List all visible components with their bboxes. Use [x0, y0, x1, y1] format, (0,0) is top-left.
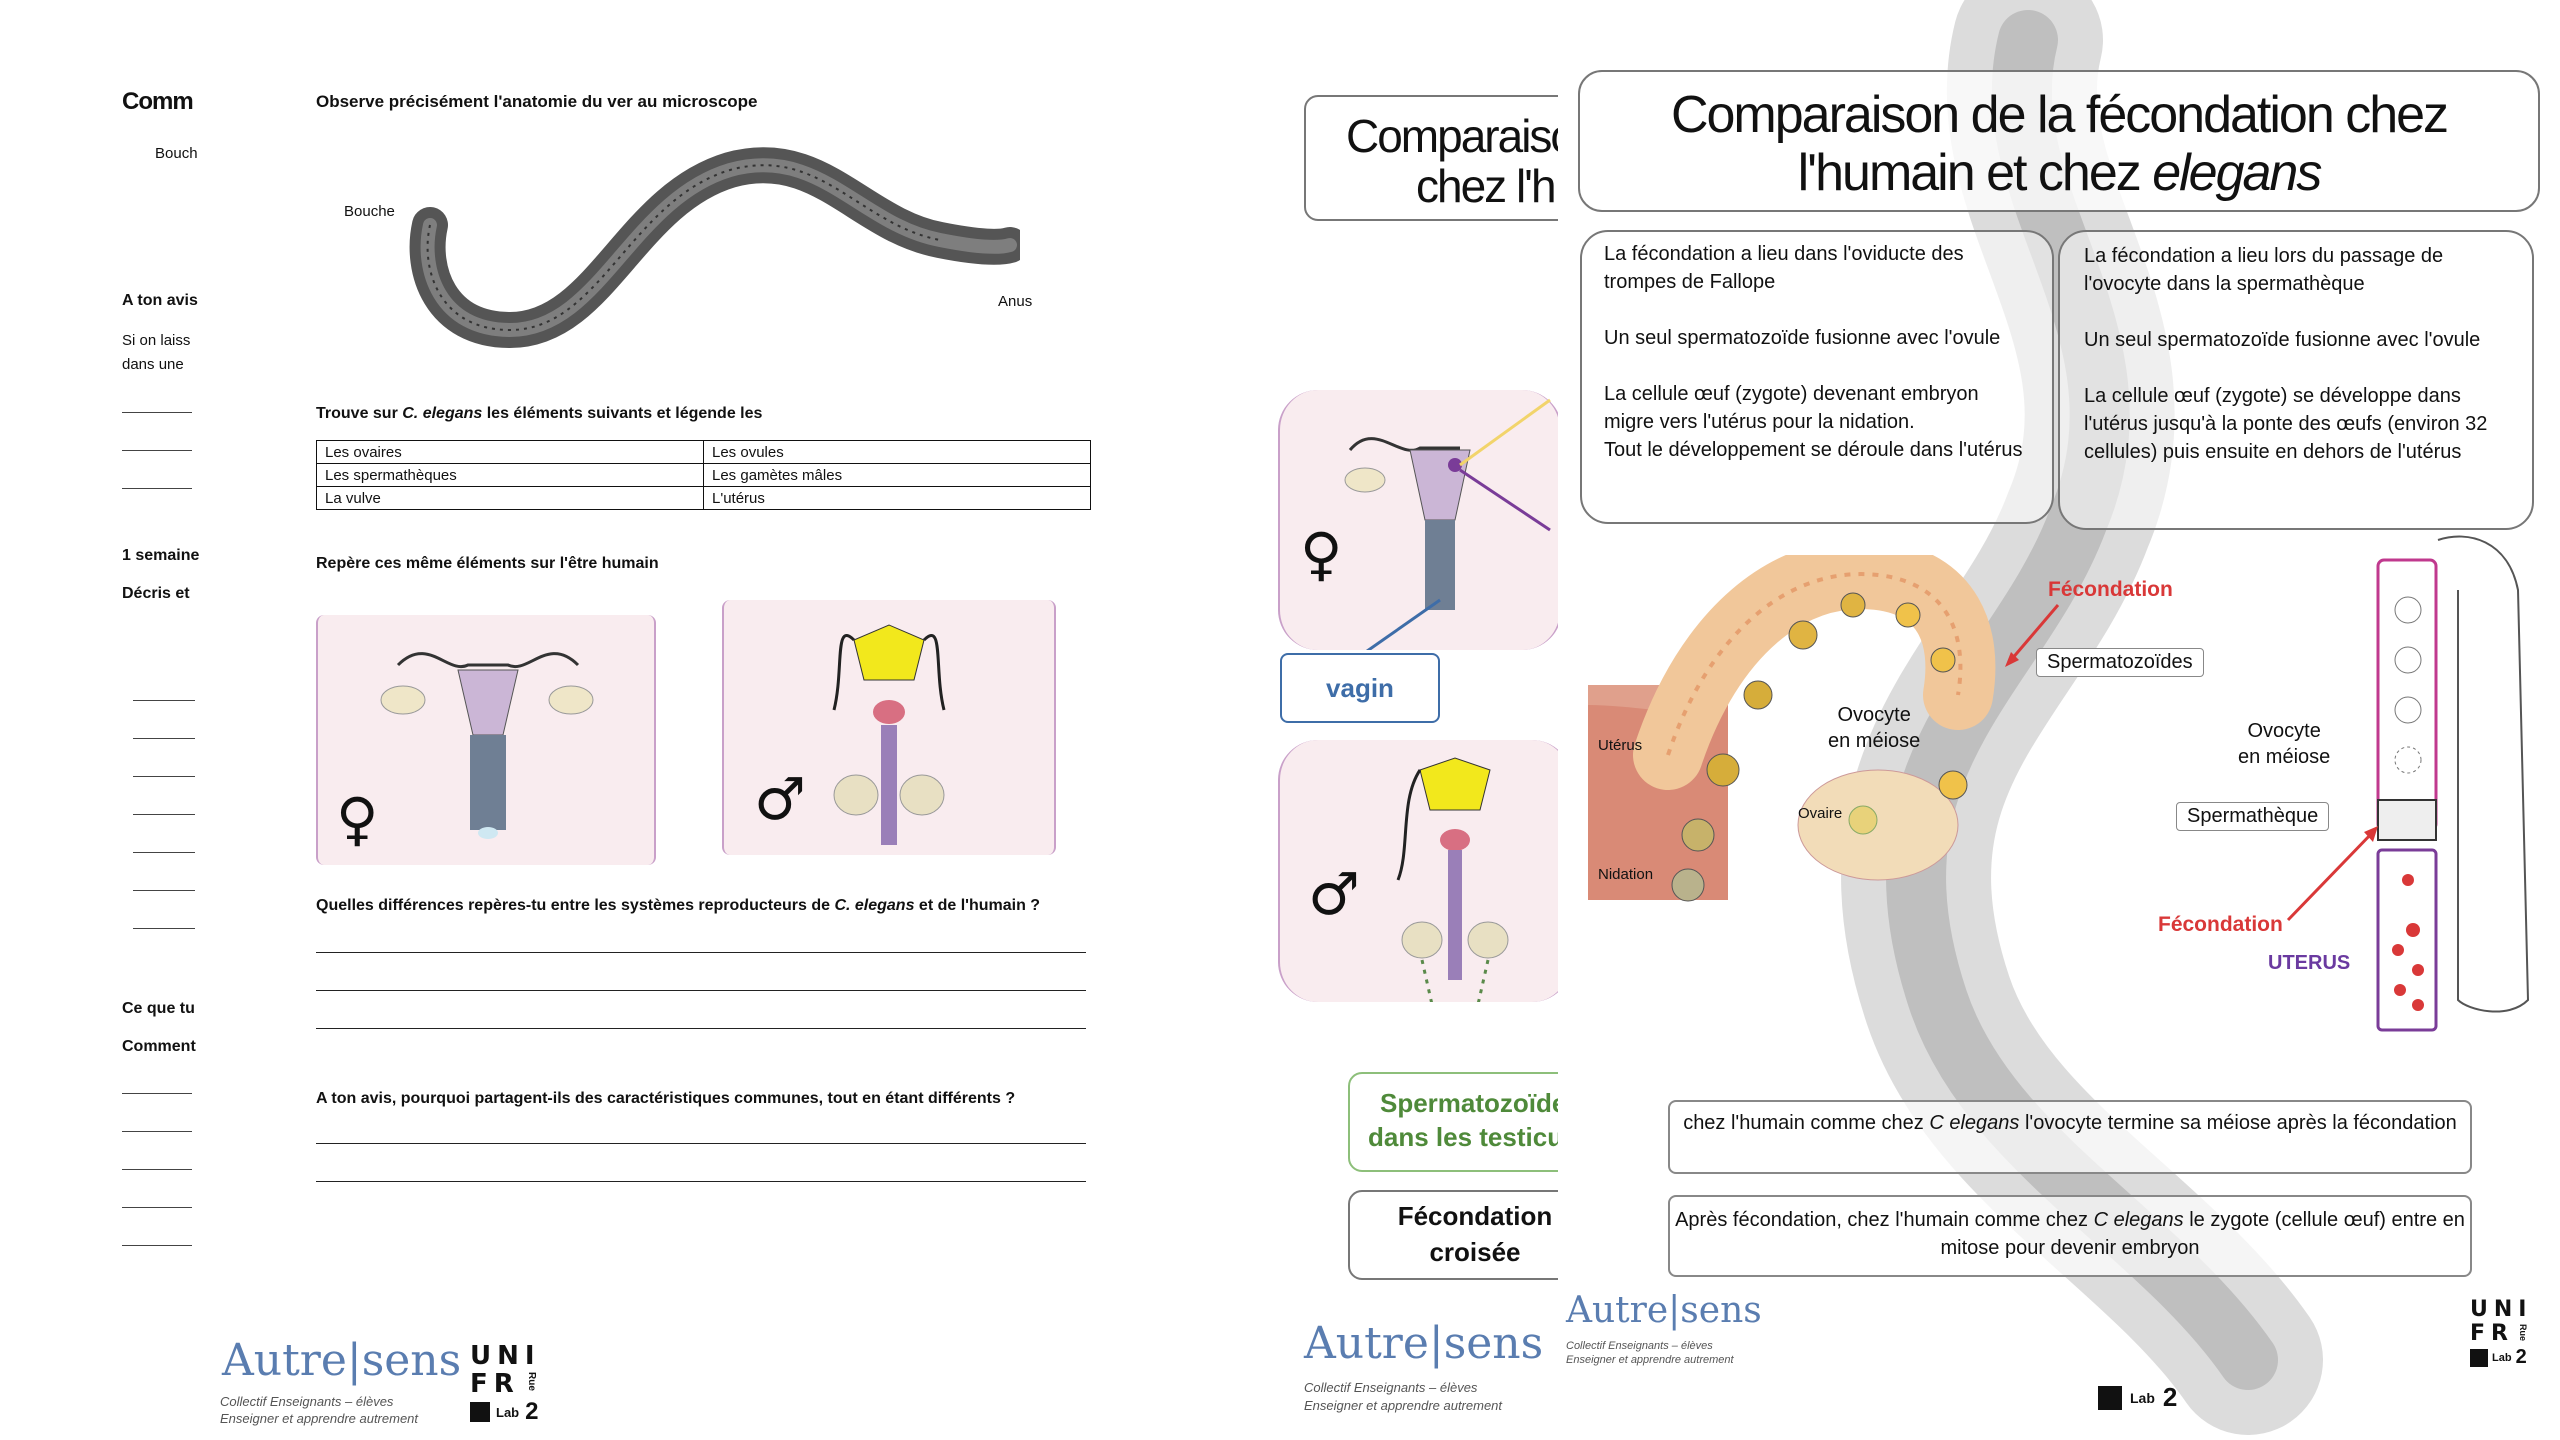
vagin-label: vagin	[1280, 653, 1440, 723]
question-common: A ton avis, pourquoi partagent-ils des c…	[316, 1090, 1016, 1107]
observe-title: Observe précisément l'anatomie du ver au…	[316, 92, 758, 111]
mid-logo-sub1: Collectif Enseignants – élèves	[1304, 1380, 1478, 1395]
cut-dans-une: dans une	[122, 356, 184, 373]
mid-title-box: Comparaiso chez l'h	[1304, 95, 1598, 221]
gonad-diagram	[2376, 535, 2530, 1032]
anus-label: Anus	[998, 293, 1033, 310]
male-anatomy-image: ♂	[722, 600, 1056, 855]
right-title-box: Comparaison de la fécondation chez l'hum…	[1578, 70, 2540, 212]
logo-sub2: Enseigner et apprendre autrement	[220, 1411, 419, 1426]
mid-title-line2: chez l'h	[1416, 160, 1557, 212]
spermatheque-label: Spermathèque	[2176, 802, 2330, 831]
human-point-1: La fécondation a lieu dans l'oviducte de…	[1604, 243, 1964, 293]
mid-female-image: ♀	[1278, 390, 1562, 650]
cut-avis: A ton avis	[122, 292, 198, 309]
female-anatomy-image: ♀	[316, 615, 656, 865]
bouche-label: Bouche	[344, 203, 395, 220]
elegans-point-2: Un seul spermatozoïde fusionne avec l'ov…	[2084, 329, 2481, 351]
ovocyte-meiose-worm-label: Ovocyte en méiose	[2238, 720, 2331, 768]
human-point-4: Tout le développement se déroule dans l'…	[1604, 439, 2023, 461]
fecondation-arrow	[2286, 826, 2378, 922]
statement-meiose: chez l'humain comme chez C elegans l'ovo…	[1668, 1100, 2472, 1174]
fecondation-label-worm: Fécondation	[2158, 913, 2283, 936]
elegans-fecondation-box: La fécondation a lieu lors du passage de…	[2058, 230, 2534, 530]
mid-unifr-partial: Lab 2	[2098, 1382, 2177, 1413]
unifr-logo: UNI FR Rue Lab 2	[470, 1341, 541, 1425]
right-logo-sub2: Enseigner et apprendre autrement	[1566, 1354, 1734, 1366]
elegans-point-1: La fécondation a lieu lors du passage de…	[2084, 245, 2444, 295]
right-title: Comparaison de la fécondation chez l'hum…	[1670, 86, 2449, 202]
cut-comment: Comment	[122, 1038, 196, 1055]
cut-semaine: 1 semaine	[122, 547, 200, 564]
human-point-3: La cellule œuf (zygote) devenant embryon…	[1604, 383, 1979, 433]
repere-title: Repère ces même éléments sur l'être huma…	[316, 555, 659, 572]
fecondation-arrow-human	[2005, 604, 2060, 667]
middle-slide: Comparaiso chez l'h ♀ vagin ♂	[1258, 0, 1602, 1440]
uterus-worm-label: UTERUS	[2268, 952, 2351, 974]
right-unifr-logo: UNI FR Rue Lab 2	[2470, 1297, 2533, 1368]
worksheet-page: Comm Bouch A ton avis Si on laiss dans u…	[122, 88, 1091, 1426]
cut-ce-que: Ce que tu	[122, 1000, 195, 1017]
mid-male-image: ♂	[1278, 740, 1572, 1002]
uterus-label: Utérus	[1598, 737, 1643, 754]
autresens-logo: Autre|sens	[222, 1335, 462, 1386]
logo-sub1: Collectif Enseignants – élèves	[220, 1394, 394, 1409]
ovaire-label: Ovaire	[1798, 805, 1843, 822]
male-symbol: ♂	[754, 765, 806, 833]
spermatozoides-label: Spermatozoïdes	[2036, 648, 2204, 677]
ovocyte-meiose-label: Ovocyte en méiose	[1828, 704, 1921, 752]
nidation-label: Nidation	[1598, 866, 1654, 883]
right-logo-sub1: Collectif Enseignants – élèves	[1566, 1340, 1713, 1352]
cut-si-on: Si on laiss	[122, 332, 191, 349]
mid-female-symbol: ♀	[1300, 520, 1343, 588]
cut-title: Comm	[122, 88, 194, 115]
human-point-2: Un seul spermatozoïde fusionne avec l'ov…	[1604, 327, 2001, 349]
question-differences: Quelles différences repères-tu entre les…	[316, 897, 1041, 914]
oviduct-diagram	[1588, 555, 1996, 902]
mid-title-line1: Comparaiso	[1346, 110, 1576, 162]
trouve-title: Trouve sur C. elegans les éléments suiva…	[316, 405, 763, 422]
fecondation-label-human: Fécondation	[2048, 578, 2173, 601]
female-symbol: ♀	[336, 785, 379, 853]
statement-mitose: Après fécondation, chez l'humain comme c…	[1668, 1195, 2472, 1277]
elegans-point-3: La cellule œuf (zygote) se développe dan…	[2084, 385, 2488, 463]
mid-male-symbol: ♂	[1308, 860, 1360, 928]
mid-logo-sub2: Enseigner et apprendre autrement	[1304, 1398, 1503, 1413]
worm-micrograph	[409, 147, 1020, 349]
right-slide: Comparaison de la fécondation chez l'hum…	[1558, 0, 2560, 1440]
mid-autresens-logo: Autre|sens	[1304, 1318, 1544, 1369]
cut-decris: Décris et	[122, 585, 190, 602]
right-autresens-logo: Autre|sens	[1566, 1290, 1762, 1331]
cut-bouche: Bouch	[155, 145, 198, 162]
human-fecondation-box: La fécondation a lieu dans l'oviducte de…	[1580, 230, 2054, 524]
